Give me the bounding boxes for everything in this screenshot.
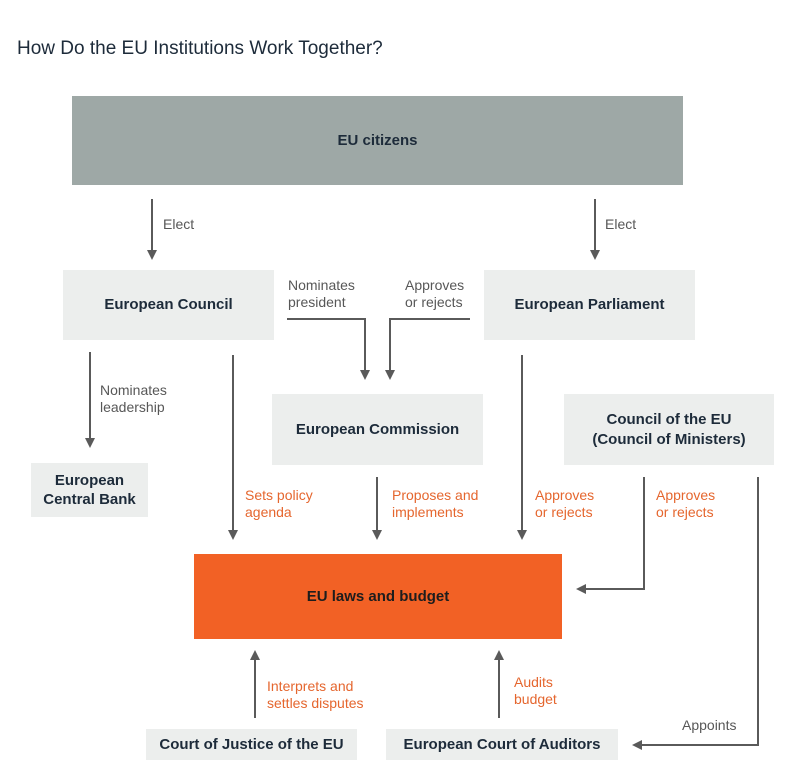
european-commission-label: European Commission <box>295 420 460 438</box>
european-commission-box: European Commission <box>272 394 483 465</box>
european-parliament-label: European Parliament <box>514 296 665 314</box>
label-nominates-president: Nominates president <box>288 277 355 310</box>
eu-citizens-label: EU citizens <box>337 131 418 149</box>
court-of-auditors-box: European Court of Auditors <box>386 729 618 760</box>
label-approves-rejects-top: Approves or rejects <box>405 277 465 310</box>
eu-laws-budget-box: EU laws and budget <box>194 554 562 639</box>
council-of-eu-label: Council of the EU (Council of Ministers) <box>592 411 746 448</box>
arrow-nominates-president <box>287 318 370 380</box>
arrow-approves-top <box>385 318 470 380</box>
label-proposes-implements: Proposes and implements <box>392 487 479 520</box>
label-appoints: Appoints <box>682 717 737 733</box>
court-of-justice-box: Court of Justice of the EU <box>146 729 357 760</box>
court-of-auditors-label: European Court of Auditors <box>403 735 601 753</box>
eu-citizens-box: EU citizens <box>72 96 683 185</box>
court-of-justice-label: Court of Justice of the EU <box>159 735 344 753</box>
european-parliament-box: European Parliament <box>484 270 695 340</box>
label-approves-rejects-parliament: Approves or rejects <box>535 487 595 520</box>
label-elect-left: Elect <box>163 216 195 232</box>
diagram-title: How Do the EU Institutions Work Together… <box>17 38 383 59</box>
arrow-appoints <box>632 477 759 750</box>
label-elect-right: Elect <box>605 216 637 232</box>
label-approves-rejects-council: Approves or rejects <box>656 487 716 520</box>
council-of-eu-box: Council of the EU (Council of Ministers) <box>564 394 774 465</box>
european-central-bank-label: European Central Bank <box>43 471 136 509</box>
european-central-bank-box: European Central Bank <box>31 463 148 517</box>
label-sets-policy-agenda: Sets policy agenda <box>245 487 313 520</box>
european-council-box: European Council <box>63 270 274 340</box>
label-audits-budget: Audits budget <box>514 674 557 707</box>
arrow-council-approves <box>576 477 645 594</box>
label-nominates-leadership: Nominates leadership <box>100 382 167 415</box>
label-interprets-settles: Interprets and settles disputes <box>267 678 364 711</box>
eu-laws-budget-label: EU laws and budget <box>306 587 450 605</box>
european-council-label: European Council <box>104 296 233 314</box>
